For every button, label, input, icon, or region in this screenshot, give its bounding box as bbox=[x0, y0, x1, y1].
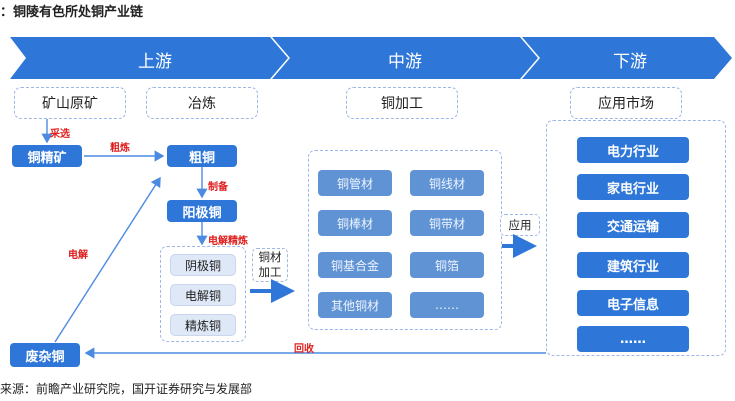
downstream-more-item: …… bbox=[577, 326, 689, 352]
copper-processing-box: 铜材 加工 bbox=[252, 248, 288, 282]
electronics-item: 电子信息 bbox=[577, 290, 689, 316]
label-rough-smelt: 粗炼 bbox=[110, 143, 130, 154]
stage-downstream-label: 下游 bbox=[613, 52, 647, 72]
crude-copper-node: 粗铜 bbox=[167, 145, 237, 167]
application-market-header: 应用市场 bbox=[570, 87, 682, 119]
label-recycle: 回收 bbox=[294, 344, 314, 355]
label-prepare: 制备 bbox=[208, 182, 228, 193]
transportation-item: 交通运输 bbox=[577, 212, 689, 238]
label-mining: 采选 bbox=[50, 129, 70, 140]
label-electrolysis: 电解 bbox=[68, 250, 88, 261]
label-electro-refine: 电解精炼 bbox=[208, 236, 248, 247]
scrap-copper-node: 废杂铜 bbox=[10, 343, 80, 367]
arrow-scrap-to-crude bbox=[54, 176, 161, 343]
midstream-more-item: …… bbox=[410, 292, 484, 318]
other-copper-item: 其他铜材 bbox=[318, 292, 392, 318]
home-appliance-item: 家电行业 bbox=[577, 174, 689, 200]
copper-strip-item: 铜带材 bbox=[410, 210, 484, 236]
smelting-box: 冶炼 bbox=[146, 87, 258, 119]
copper-tube-item: 铜管材 bbox=[318, 170, 392, 196]
anode-copper-node: 阳极铜 bbox=[167, 200, 237, 222]
product-electrolytic-copper: 电解铜 bbox=[170, 284, 236, 306]
copper-alloy-item: 铜基合金 bbox=[318, 252, 392, 278]
product-cathode-copper: 阴极铜 bbox=[170, 254, 236, 276]
figure-title: ：铜陵有色所处铜产业链 bbox=[0, 5, 144, 20]
stage-upstream-chevron bbox=[10, 37, 288, 79]
construction-item: 建筑行业 bbox=[577, 252, 689, 278]
stage-upstream-label: 上游 bbox=[138, 52, 172, 72]
stage-midstream-label: 中游 bbox=[388, 52, 422, 72]
copper-wire-item: 铜线材 bbox=[410, 170, 484, 196]
application-box: 应用 bbox=[500, 214, 540, 236]
figure-source: 来源：前瞻产业研究院，国开证券研究与发展部 bbox=[0, 382, 253, 396]
stage-downstream-chevron bbox=[522, 37, 732, 79]
product-refined-copper: 精炼铜 bbox=[170, 314, 236, 336]
copper-rod-item: 铜棒材 bbox=[318, 210, 392, 236]
copper-foil-item: 铜箔 bbox=[410, 252, 484, 278]
mine-ore-box: 矿山原矿 bbox=[14, 87, 126, 119]
stage-midstream-chevron bbox=[272, 37, 538, 79]
copper-processing-header: 铜加工 bbox=[346, 87, 458, 119]
copper-concentrate-node: 铜精矿 bbox=[12, 145, 82, 167]
power-industry-item: 电力行业 bbox=[577, 137, 689, 163]
